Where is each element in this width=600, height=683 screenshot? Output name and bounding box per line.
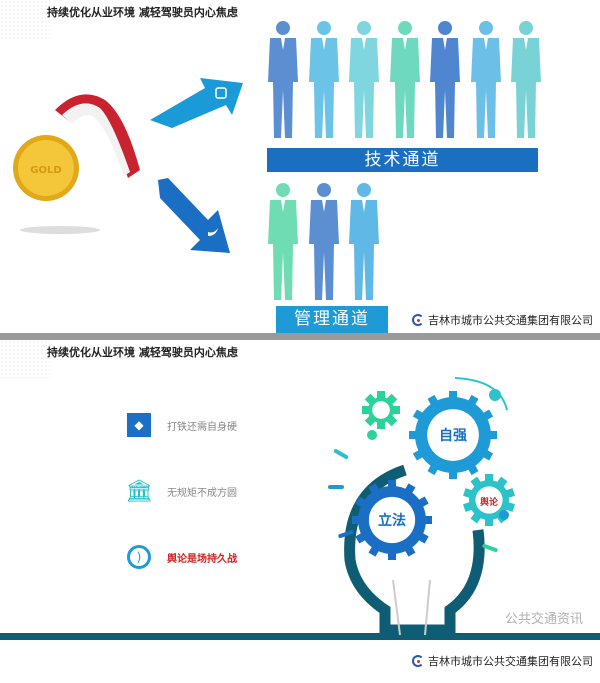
list-item: ) 舆论是场持久战 bbox=[127, 545, 237, 569]
person-figure bbox=[511, 21, 541, 138]
arrow-up bbox=[150, 78, 243, 128]
tech-channel-banner: 技术通道 bbox=[267, 148, 538, 172]
tech-figures bbox=[267, 20, 542, 138]
company-logo-icon bbox=[412, 314, 424, 326]
item-label: 打铁还需自身硬 bbox=[167, 421, 237, 433]
base-line bbox=[0, 633, 600, 640]
slide-title: 持续优化从业环境 减轻驾驶员内心焦虑 bbox=[47, 6, 238, 19]
gear-label-mid: 立法 bbox=[378, 512, 406, 529]
person-figure bbox=[308, 21, 339, 138]
diamond-icon: ◆ bbox=[127, 413, 151, 437]
person-figure bbox=[430, 21, 460, 138]
gear-label-big: 自强 bbox=[439, 427, 467, 444]
person-figure bbox=[308, 183, 339, 300]
company-footer: 吉林市城市公共交通集团有限公司 bbox=[412, 653, 593, 669]
gear-icon-small bbox=[463, 474, 515, 526]
decorative-dots bbox=[0, 0, 50, 40]
person-figure bbox=[349, 21, 379, 138]
company-footer: 吉林市城市公共交通集团有限公司 bbox=[412, 312, 593, 328]
medal-text: GOLD bbox=[30, 165, 61, 176]
person-figure bbox=[349, 183, 379, 300]
medal-and-arrows: GOLD bbox=[13, 78, 243, 253]
slide-career-channels: 持续优化从业环境 减轻驾驶员内心焦虑 GOLD 技术通道 管理通道 吉林市城市公… bbox=[0, 0, 600, 333]
person-figure bbox=[470, 21, 501, 138]
company-name: 吉林市城市公共交通集团有限公司 bbox=[428, 314, 593, 327]
management-figures bbox=[267, 182, 380, 300]
person-figure bbox=[268, 183, 298, 300]
item-label: 无规矩不成方圆 bbox=[167, 487, 237, 499]
company-name: 吉林市城市公共交通集团有限公司 bbox=[428, 655, 593, 668]
list-item: 🏛 无规矩不成方圆 bbox=[125, 478, 237, 504]
rss-icon: ) bbox=[127, 545, 151, 569]
gear-icon-big bbox=[409, 391, 497, 479]
bank-icon: 🏛 bbox=[125, 478, 153, 504]
person-figure bbox=[268, 21, 298, 138]
gear-icon-mid bbox=[352, 480, 432, 560]
slide-separator bbox=[0, 333, 600, 340]
gear-label-small: 舆论 bbox=[480, 496, 499, 508]
list-item: ◆ 打铁还需自身硬 bbox=[127, 413, 237, 437]
gear-icon-green bbox=[362, 391, 400, 429]
slide-strategies: 持续优化从业环境 减轻驾驶员内心焦虑 ◆ 打铁还需自身硬 🏛 无规矩不成方圆 )… bbox=[0, 340, 600, 683]
slide-title: 持续优化从业环境 减轻驾驶员内心焦虑 bbox=[47, 346, 238, 359]
instagram-icon bbox=[215, 87, 227, 99]
lightbulb-gears-graphic: 自强 立法 舆论 bbox=[0, 377, 600, 640]
item-label: 舆论是场持久战 bbox=[167, 553, 237, 565]
lightbulb-outline bbox=[344, 464, 485, 636]
company-logo-icon bbox=[412, 655, 424, 667]
twitter-icon bbox=[208, 228, 218, 236]
management-channel-banner: 管理通道 bbox=[276, 306, 388, 333]
arrow-down bbox=[158, 178, 230, 253]
watermark: 公共交通资讯 bbox=[505, 612, 584, 627]
decorative-dots bbox=[0, 340, 50, 380]
person-figure bbox=[389, 21, 420, 138]
